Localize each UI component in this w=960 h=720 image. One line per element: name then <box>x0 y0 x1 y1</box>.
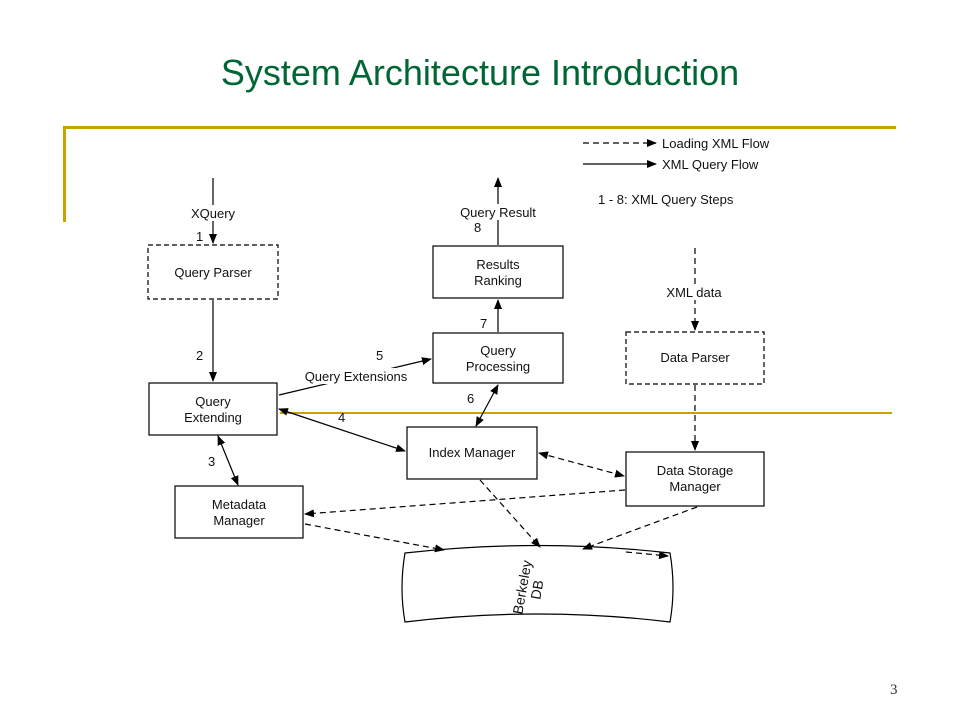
data-storage-manager-label-1: Data Storage <box>657 463 734 478</box>
berkeley-db-shape <box>401 544 674 623</box>
step-8: 8 <box>474 220 481 235</box>
legend-steps-label: 1 - 8: XML Query Steps <box>598 192 734 207</box>
arrow-storage-to-metadata <box>304 489 626 518</box>
legend-query-label: XML Query Flow <box>662 157 759 172</box>
data-parser-label: Data Parser <box>660 350 730 365</box>
step-7: 7 <box>480 316 487 331</box>
data-storage-manager-label-2: Manager <box>669 479 721 494</box>
accent-rule-top <box>63 126 896 129</box>
query-processing-label-2: Processing <box>466 359 530 374</box>
metadata-manager-box <box>174 485 304 539</box>
arrow-extending-to-index <box>278 408 406 452</box>
arrow-to-db-right <box>625 551 669 560</box>
query-result-label: Query Result <box>460 205 536 220</box>
legend: Loading XML Flow XML Query Flow 1 - 8: X… <box>583 136 770 207</box>
xquery-label-bg <box>180 205 246 221</box>
page-number: 3 <box>890 682 898 698</box>
data-storage-manager-box <box>625 451 765 507</box>
accent-rule-middle <box>280 412 892 414</box>
query-extending-label-1: Query <box>195 394 231 409</box>
arrow-storage-to-db <box>582 506 698 550</box>
query-parser-label: Query Parser <box>174 265 252 280</box>
berkeley-db-label-2: DB <box>527 579 546 601</box>
query-extensions-label: Query Extensions <box>305 369 408 384</box>
step-6: 6 <box>467 391 474 406</box>
legend-loading-label: Loading XML Flow <box>662 136 770 151</box>
step-2: 2 <box>196 348 203 363</box>
metadata-manager-label-1: Metadata <box>212 497 267 512</box>
query-result-label-bg <box>444 204 552 220</box>
arrow-metadata-to-db <box>304 523 445 553</box>
results-ranking-label-1: Results <box>476 257 520 272</box>
query-extending-box <box>148 382 278 436</box>
query-parser-box <box>147 244 279 300</box>
xquery-label: XQuery <box>191 206 236 221</box>
query-processing-box <box>432 332 564 384</box>
arrow-index-storage <box>538 451 625 478</box>
step-5: 5 <box>376 348 383 363</box>
xml-data-label-bg <box>652 284 736 300</box>
query-extensions-label-bg <box>284 368 428 384</box>
results-ranking-box <box>432 245 564 299</box>
accent-rule-vertical <box>63 126 66 222</box>
xml-data-label: XML data <box>666 285 722 300</box>
arrow-index-to-db <box>479 479 541 548</box>
step-4: 4 <box>338 410 345 425</box>
index-manager-box <box>406 426 538 480</box>
arrow-extending-to-metadata <box>217 435 239 486</box>
step-3: 3 <box>208 454 215 469</box>
query-extending-label-2: Extending <box>184 410 242 425</box>
data-parser-box <box>625 331 765 385</box>
slide-title: System Architecture Introduction <box>220 52 740 93</box>
query-processing-label-1: Query <box>480 343 516 358</box>
metadata-manager-label-2: Manager <box>213 513 265 528</box>
arrow-index-to-processing <box>475 384 499 427</box>
results-ranking-label-2: Ranking <box>474 273 522 288</box>
index-manager-label: Index Manager <box>429 445 516 460</box>
step-1: 1 <box>196 229 203 244</box>
